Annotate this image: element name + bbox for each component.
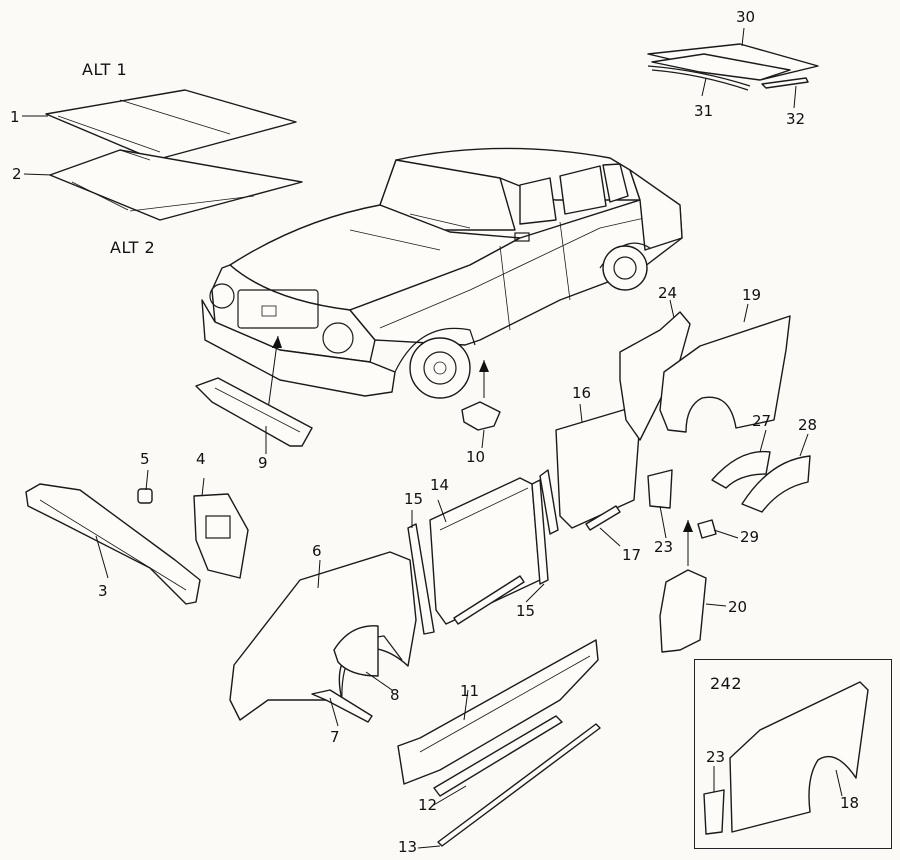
callout-27: 27 [752,412,772,430]
callout-5: 5 [140,450,150,468]
callout-11: 11 [460,682,480,700]
callout-15-b: 15 [516,602,536,620]
callout-30: 30 [736,8,756,26]
callout-18: 18 [840,794,860,812]
callout-7: 7 [330,728,340,746]
part-9-front-crossmember [195,377,313,447]
part-4-headlamp-bracket [193,493,249,579]
callout-24: 24 [658,284,678,302]
callout-23-a: 23 [654,538,674,556]
callout-13: 13 [398,838,418,856]
car-body-illustration [201,147,683,411]
callout-19: 19 [742,286,762,304]
callout-10: 10 [466,448,486,466]
callout-20: 20 [728,598,748,616]
part-3-front-crossmember [25,483,201,605]
callout-32: 32 [786,110,806,128]
part-8-mudguard [333,625,379,677]
part-29-patch [697,519,717,539]
part-5-clip [137,488,153,504]
part-10-bracket [461,401,501,431]
part-18-rear-quarter-242 [729,681,869,833]
callout-3: 3 [98,582,108,600]
callout-1: 1 [10,108,20,126]
part-11-sill [397,639,599,785]
part-27-wheel-arch [711,450,771,489]
part-20-c-pillar [659,520,707,653]
part-23-gusset [647,469,673,509]
part-15-pillar-strips [453,479,549,625]
inset-frame-242 [694,659,892,849]
callout-15-a: 15 [404,490,424,508]
callout-2: 2 [12,165,22,183]
part-31-roof-rail [647,65,751,91]
callout-17: 17 [622,546,642,564]
part-16-door-rear [555,407,641,529]
callout-4: 4 [196,450,206,468]
part-19-rear-quarter [659,315,791,433]
callout-23-b: 23 [706,748,726,766]
part-1-roof-panel-alt1 [45,89,297,161]
part-23-gusset-242 [703,789,725,835]
callout-12: 12 [418,796,438,814]
part-17-rear-strips [539,469,621,535]
part-15-pillar-a [407,523,435,635]
callout-31: 31 [694,102,714,120]
callout-14: 14 [430,476,450,494]
inset-model-label: 242 [710,674,743,693]
leader-lines [22,27,843,849]
part-30-roof-skin [647,43,819,81]
callout-8: 8 [390,686,400,704]
callout-28: 28 [798,416,818,434]
part-2-roof-panel-alt2 [49,149,303,221]
part-32-roof-rail-rear [761,77,809,89]
callout-29: 29 [740,528,760,546]
alt2-label: ALT 2 [110,238,156,257]
part-7-brace [311,689,373,723]
part-13-sill-strip [437,723,601,847]
callout-16: 16 [572,384,592,402]
part-28-wheel-arch-rear [741,455,811,513]
alt1-label: ALT 1 [82,60,128,79]
callout-9: 9 [258,454,268,472]
callout-6: 6 [312,542,322,560]
part-12-sill-inner [433,715,563,797]
